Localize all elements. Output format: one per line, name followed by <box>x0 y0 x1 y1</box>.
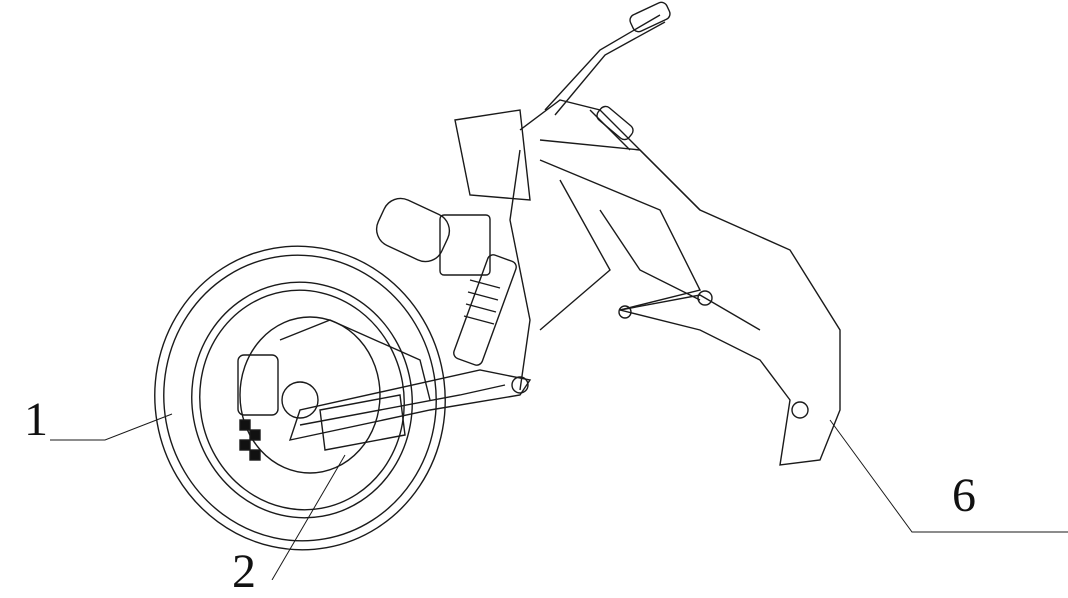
technical-drawing <box>50 1 1068 580</box>
handlebar <box>544 1 671 151</box>
leader-line-6 <box>829 419 1068 533</box>
leader-line-2 <box>271 454 346 580</box>
swingarm <box>279 319 532 451</box>
shock-absorber <box>453 254 517 366</box>
callout-label-2: 2 <box>232 545 256 598</box>
callout-label-1: 1 <box>24 393 48 446</box>
callout-label-6: 6 <box>952 469 976 522</box>
leader-line-1 <box>50 413 173 441</box>
main-frame <box>454 99 841 466</box>
rear-wheel <box>154 245 446 551</box>
motor <box>375 197 491 276</box>
